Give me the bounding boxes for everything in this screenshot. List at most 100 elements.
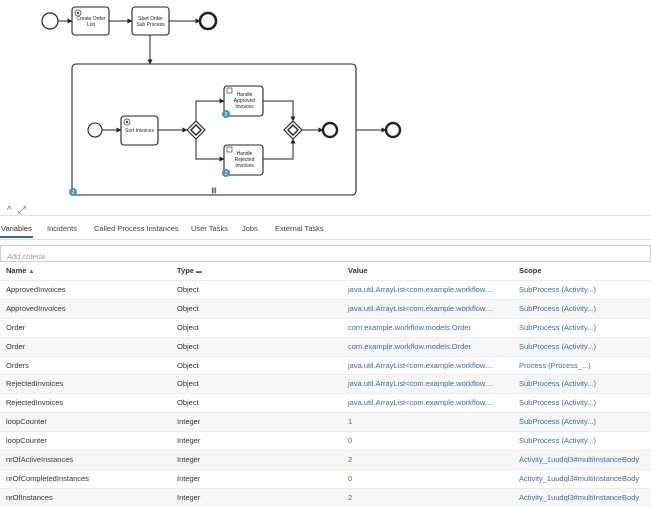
variable-scope[interactable]: SubProcess (Activity...) <box>519 322 596 332</box>
filter-box <box>0 245 651 263</box>
column-header-label: Type <box>177 266 194 275</box>
gear-icon <box>74 9 82 17</box>
variable-scope[interactable]: SubProcess (Activity...) <box>519 379 596 389</box>
variable-scope[interactable]: SubProcess (Activity...) <box>519 285 596 294</box>
tab-incidents[interactable]: Incidents <box>47 224 78 233</box>
variable-name: ApprovedInvoices <box>6 303 66 313</box>
task-label: Approved <box>234 98 256 104</box>
tab-bar: Variables Incidents Called Process Insta… <box>0 215 651 240</box>
variable-value[interactable]: java.util.ArrayList<com.example.workflow… <box>348 303 494 313</box>
sequence-flow <box>195 139 225 162</box>
bpmn-diagram[interactable]: Create Order List Start Order Sub Proces… <box>0 0 651 203</box>
variable-name: ApprovedInvoices <box>6 285 66 294</box>
start-event[interactable] <box>41 12 59 30</box>
instance-count-badge <box>222 110 230 118</box>
variable-name: loopCounter <box>6 417 47 427</box>
sequence-flow <box>263 138 296 160</box>
user-task-icon <box>226 146 233 153</box>
variable-type: Object <box>177 303 199 313</box>
variable-scope[interactable]: SubProcess (Activity...) <box>519 417 596 427</box>
column-header-name[interactable]: Name▲ <box>6 266 34 275</box>
variable-name: RejectedInvoices <box>6 398 64 408</box>
instance-count-text: 2 <box>225 171 228 177</box>
variable-scope[interactable]: Process (Process_...) <box>519 360 591 370</box>
task-create-order-list[interactable]: Create Order List <box>71 6 110 36</box>
task-handle-rejected-invoices[interactable]: Handle Rejected Invoices 2 <box>222 144 264 177</box>
variable-name: nrOfInstances <box>6 492 53 502</box>
subprocess[interactable]: Sort Invoices Handle Approved Invoices 2… <box>69 63 357 196</box>
variable-value[interactable]: java.util.ArrayList<com.example.workflow… <box>348 285 494 294</box>
end-event[interactable] <box>384 121 402 139</box>
variable-value[interactable]: com.example.workflow.models.Order <box>348 341 471 351</box>
variable-type: Object <box>177 398 199 408</box>
collapse-chevron-icon[interactable]: ^ <box>7 205 12 216</box>
variable-value[interactable]: java.util.ArrayList<com.example.workflow… <box>348 360 494 370</box>
variable-value[interactable]: java.util.ArrayList<com.example.workflow… <box>348 379 494 389</box>
tab-user-tasks[interactable]: User Tasks <box>191 224 228 233</box>
variable-value[interactable]: 0 <box>348 436 353 446</box>
subprocess-start-event[interactable] <box>87 122 103 138</box>
task-label: Rejected <box>235 157 255 163</box>
variable-scope[interactable]: Activity_1uudql3#multiInstanceBody <box>519 473 640 483</box>
variable-value[interactable]: 2 <box>348 492 353 502</box>
task-label: Invoices <box>235 104 254 110</box>
variable-type: Object <box>177 322 199 332</box>
variable-scope[interactable]: SubProcess (Activity...) <box>519 436 596 446</box>
table-row: RejectedInvoices Object java.util.ArrayLis… <box>0 393 651 412</box>
parallel-gateway-join[interactable] <box>283 120 303 140</box>
table-row: loopCounter Integer 1 SubProcess (Activity.… <box>0 412 651 432</box>
variable-value[interactable]: 0 <box>348 473 353 483</box>
variable-name: Orders <box>6 360 29 370</box>
variable-scope[interactable]: Activity_1uudql3#multiInstanceBody <box>519 492 640 502</box>
table-row: nrOfInstances Integer 2 Activity_1uudql3#mu… <box>0 487 651 507</box>
table-header: Name▲ Type▬ Value Scope <box>0 262 651 279</box>
column-header-type[interactable]: Type▬ <box>177 266 202 275</box>
tab-external-tasks[interactable]: External Tasks <box>275 224 324 233</box>
variable-value[interactable]: com.example.workflow.models.Order <box>348 322 471 332</box>
variable-type: Integer <box>177 436 201 446</box>
expand-icon[interactable]: ⤢ <box>18 205 26 216</box>
table-row: loopCounter Integer 0 SubProcess (Activity.… <box>0 431 651 450</box>
task-label: Handle <box>237 92 253 98</box>
task-label: Invoices <box>235 163 254 169</box>
tab-called-process-instances[interactable]: Called Process Instances <box>94 224 179 233</box>
task-start-order-sub-process[interactable]: Start Order Sub Process <box>131 6 170 36</box>
variable-value[interactable]: java.util.ArrayList<com.example.workflow… <box>348 398 494 408</box>
instance-count-badge <box>69 188 77 196</box>
variable-type: Object <box>177 341 199 351</box>
instance-count-text: 2 <box>72 190 75 196</box>
variable-type: Integer <box>177 417 201 427</box>
task-label: Sub Process <box>136 22 165 28</box>
sort-neutral-icon: ▬ <box>195 269 202 275</box>
end-event[interactable] <box>198 11 218 31</box>
sequence-flow <box>263 100 296 122</box>
subprocess-end-event[interactable] <box>321 121 339 139</box>
task-handle-approved-invoices[interactable]: Handle Approved Invoices 2 <box>222 85 264 118</box>
variable-name: nrOfActiveInstances <box>6 455 74 465</box>
user-task-icon <box>226 87 233 94</box>
variable-scope[interactable]: Activity_1uudql3#multiInstanceBody <box>519 455 640 465</box>
table-row: Orders Object java.util.ArrayList<com.exam… <box>0 355 651 375</box>
variable-type: Integer <box>177 455 201 465</box>
variable-scope[interactable]: SubProcess (Activity...) <box>519 341 596 351</box>
tab-jobs[interactable]: Jobs <box>242 224 258 233</box>
table-row: ApprovedInvoices Object java.util.ArrayLis… <box>0 298 651 318</box>
add-criteria-input[interactable] <box>1 250 627 263</box>
variable-value[interactable]: 1 <box>348 417 353 427</box>
tab-variables[interactable]: Variables <box>1 224 32 233</box>
column-header-scope[interactable]: Scope <box>519 266 542 275</box>
column-header-value[interactable]: Value <box>348 266 368 275</box>
variable-type: Object <box>177 379 199 389</box>
variable-name: Order <box>6 341 26 351</box>
task-sort-invoices[interactable]: Sort Invoices <box>120 115 159 146</box>
variable-scope[interactable]: SubProcess (Activity...) <box>519 398 596 408</box>
variable-scope[interactable]: SubProcess (Activity...) <box>519 303 596 313</box>
variable-type: Object <box>177 360 199 370</box>
variable-name: loopCounter <box>6 436 47 446</box>
variable-type: Integer <box>177 492 201 502</box>
variable-value[interactable]: 2 <box>348 455 353 465</box>
